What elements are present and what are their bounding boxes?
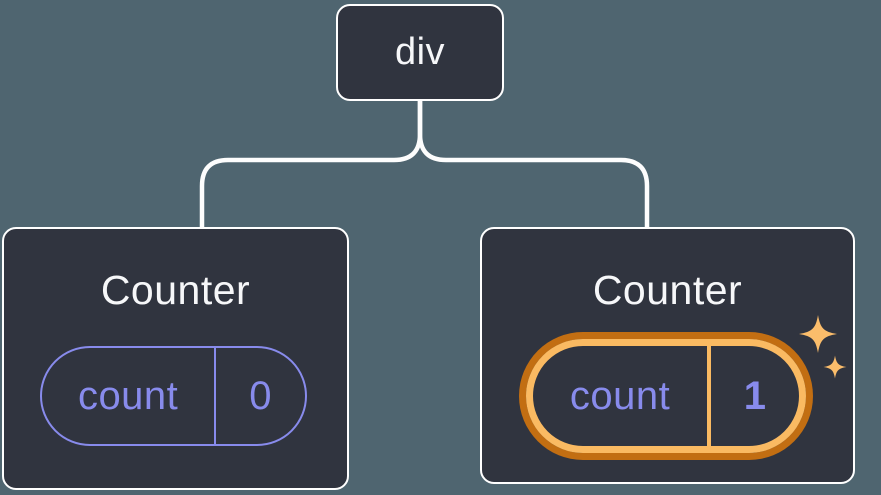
state-value-label: 1 — [743, 373, 767, 418]
connector-right-branch — [417, 101, 650, 228]
counter-right-state-pill-highlighted: count 1 — [526, 339, 806, 453]
tree-node-counter-left: Counter count 0 — [2, 227, 349, 490]
state-value-cell: 0 — [216, 348, 305, 444]
tree-node-counter-right: Counter count 1 — [480, 227, 855, 484]
state-value-label: 0 — [249, 373, 272, 418]
state-value-cell: 1 — [711, 346, 799, 446]
state-key-cell: count — [533, 346, 707, 446]
state-key-label: count — [569, 373, 671, 418]
counter-left-state-pill: count 0 — [40, 346, 307, 446]
state-key-cell: count — [42, 348, 214, 444]
pill-divider — [707, 346, 712, 446]
pill-divider — [214, 348, 217, 444]
tree-node-div: div — [336, 4, 504, 101]
root-node-label: div — [394, 31, 446, 73]
connector-left-branch — [199, 101, 423, 228]
counter-right-title: Counter — [592, 267, 743, 313]
counter-left-title: Counter — [100, 267, 251, 313]
state-key-label: count — [77, 373, 179, 418]
